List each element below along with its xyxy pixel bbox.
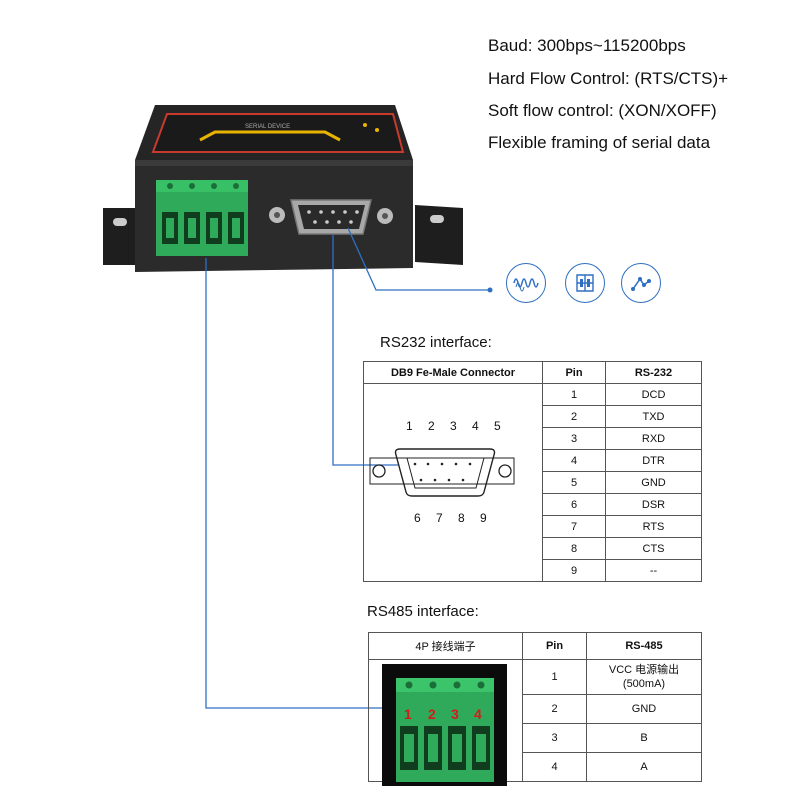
db9-bottom-pin-numbers: 6 7 8 9 (414, 511, 493, 525)
rs232-header-connector: DB9 Fe-Male Connector (363, 361, 543, 384)
table-cell-signal: GND (605, 471, 702, 494)
table-cell-pin: 4 (542, 449, 606, 472)
table-cell-pin: 5 (542, 471, 606, 494)
circuit-icon (565, 263, 605, 303)
rs485-header-pin: Pin (522, 632, 587, 660)
rs232-table: DB9 Fe-Male Connector Pin RS-232 1 DCD 2… (363, 361, 702, 582)
spec-baud: Baud: 300bps~115200bps (488, 36, 686, 55)
table-cell-pin: 2 (522, 694, 587, 724)
spec-soft-flow: Soft flow control: (XON/XOFF) (488, 101, 717, 120)
table-cell-pin: 3 (522, 723, 587, 753)
rs485-header-signal: RS-485 (586, 632, 702, 660)
spec-framing: Flexible framing of serial data (488, 133, 711, 152)
terminal-number-4: 4 (474, 706, 482, 722)
db9-diagram-cell (363, 383, 543, 582)
vcc-current: (500mA) (622, 678, 666, 690)
table-cell-pin: 2 (542, 405, 606, 428)
rs485-header-terminal: 4P 接线端子 (368, 632, 523, 660)
terminal-number-1: 1 (404, 706, 412, 722)
table-cell-signal: GND (586, 694, 702, 724)
table-cell-pin: 1 (522, 659, 587, 695)
rs232-header-pin: Pin (542, 361, 606, 384)
db9-top-pin-numbers: 1 2 3 4 5 (406, 419, 507, 433)
rs485-title: RS485 interface: (367, 603, 479, 620)
table-cell-signal: CTS (605, 537, 702, 560)
network-node-icon (621, 263, 661, 303)
table-cell-signal: DSR (605, 493, 702, 516)
terminal-number-2: 2 (428, 706, 436, 722)
table-cell-pin: 1 (542, 383, 606, 406)
table-cell-signal: TXD (605, 405, 702, 428)
table-cell-pin: 9 (542, 559, 606, 582)
waveform-icon (506, 263, 546, 303)
table-cell-pin: 3 (542, 427, 606, 450)
spec-hard-flow: Hard Flow Control: (RTS/CTS)+ (488, 69, 729, 88)
table-cell-pin: 8 (542, 537, 606, 560)
table-cell-signal: DTR (605, 449, 702, 472)
terminal-number-3: 3 (451, 706, 459, 722)
table-cell-signal: VCC 电源输出 (500mA) (586, 659, 702, 695)
terminal-block-photo (382, 664, 507, 786)
vcc-label: VCC 电源输出 (608, 664, 680, 676)
table-cell-signal: RTS (605, 515, 702, 538)
svg-text:SERIAL DEVICE: SERIAL DEVICE (245, 124, 290, 130)
rs232-title: RS232 interface: (380, 334, 492, 351)
table-cell-signal: DCD (605, 383, 702, 406)
table-cell-pin: 7 (542, 515, 606, 538)
table-cell-pin: 4 (522, 752, 587, 782)
table-cell-signal: RXD (605, 427, 702, 450)
table-cell-signal: B (586, 723, 702, 753)
rs232-header-signal: RS-232 (605, 361, 702, 384)
device-terminal-block (156, 180, 248, 256)
table-cell-signal: -- (605, 559, 702, 582)
table-cell-pin: 6 (542, 493, 606, 516)
db9-connector-diagram (369, 448, 515, 497)
table-cell-signal: A (586, 752, 702, 782)
